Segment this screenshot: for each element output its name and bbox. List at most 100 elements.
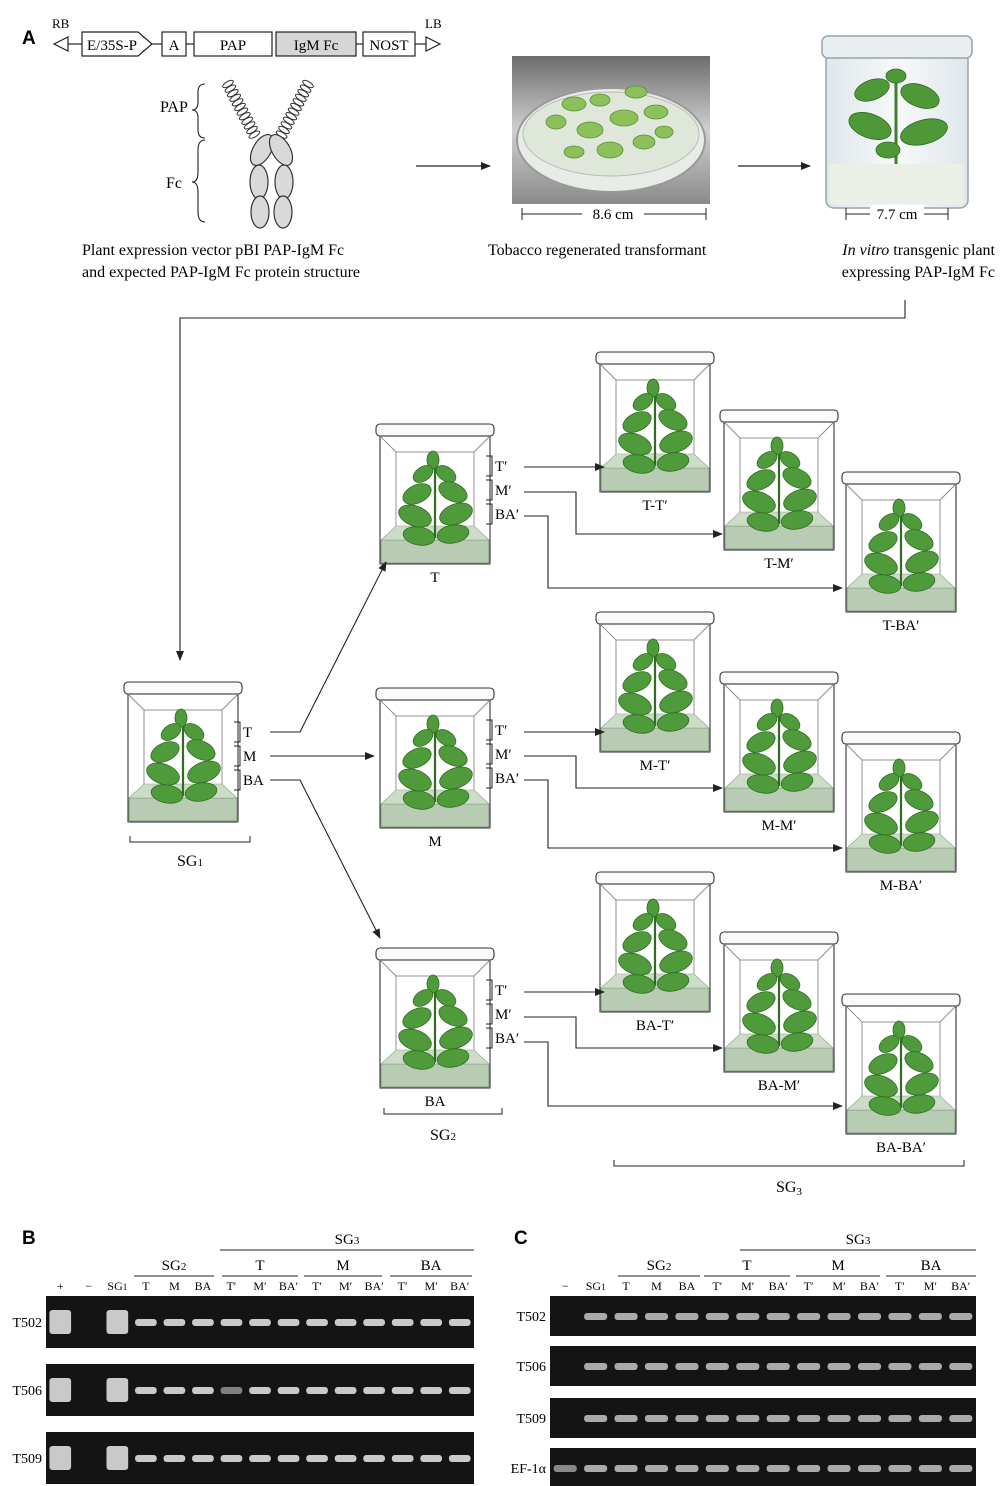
gel-band: [644, 1313, 669, 1320]
sg2-cut-label: BA′: [495, 771, 519, 787]
gel-row: [550, 1398, 976, 1438]
lane-label: M′: [339, 1279, 353, 1293]
gel-band: [334, 1455, 357, 1462]
lane-label: T: [622, 1279, 630, 1293]
gel-row-label: T506: [516, 1360, 546, 1375]
caption-vector-line1: Plant expression vector pBI PAP-IgM Fc: [82, 242, 344, 259]
gel-band: [736, 1313, 760, 1320]
gel-band: [614, 1313, 638, 1320]
sg2-cut-label: M′: [495, 1007, 512, 1023]
lane-label: BA′: [450, 1279, 470, 1293]
gel-band: [135, 1319, 157, 1326]
rb-border-icon: [52, 36, 69, 52]
gel-band: [277, 1455, 300, 1462]
gel-band: [277, 1387, 300, 1394]
lane-label: +: [57, 1279, 64, 1293]
gel-band: [705, 1415, 729, 1422]
culture-box-photo: [821, 35, 973, 209]
gel-band: [675, 1415, 699, 1422]
gel-band: [766, 1363, 790, 1370]
sg1-cut-label: BA: [243, 773, 264, 789]
sg3-box-label: BA-M′: [758, 1078, 800, 1094]
gel-band: [888, 1313, 912, 1320]
lane-label: BA′: [769, 1279, 789, 1293]
promoter-label: E/35S-P: [87, 38, 137, 54]
gel-band: [220, 1455, 243, 1462]
sg2-cut-label: BA′: [495, 1031, 519, 1047]
gel-band: [827, 1415, 851, 1422]
gel-row-label: T509: [516, 1412, 546, 1427]
lane-label: T′: [312, 1279, 322, 1293]
gel-band: [949, 1465, 973, 1472]
gel-band: [797, 1363, 821, 1370]
gel-band: [614, 1465, 638, 1472]
caption-regenerated: Tobacco regenerated transformant: [488, 242, 707, 259]
gel-band: [420, 1319, 443, 1326]
sg3-box-label: T-BA′: [883, 618, 920, 634]
lane-label: M′: [425, 1279, 439, 1293]
gel-band: [448, 1455, 471, 1462]
gel-band: [644, 1363, 669, 1370]
gel-band: [584, 1363, 608, 1370]
gel-band: [334, 1319, 357, 1326]
gel-band: [949, 1363, 973, 1370]
gel-band: [249, 1387, 271, 1394]
gel-band: [888, 1363, 912, 1370]
culture-box-sg3: [595, 611, 715, 753]
sg2-label: SG2: [430, 1127, 456, 1144]
sg3-group-label: SG3: [335, 1232, 360, 1248]
gel-band: [614, 1415, 638, 1422]
gel-band: [420, 1455, 443, 1462]
gel-band: [644, 1415, 669, 1422]
lane-label: −: [85, 1279, 92, 1293]
lane-label: T′: [804, 1279, 814, 1293]
gel-band: [797, 1415, 821, 1422]
group-label: T: [255, 1258, 264, 1274]
igm-fc-label: IgM Fc: [294, 38, 339, 54]
lane-label: M: [169, 1279, 180, 1293]
gel-band: [584, 1415, 608, 1422]
gel-band: [705, 1313, 729, 1320]
igm-fc-box: [275, 31, 357, 57]
nost-label: NOST: [369, 38, 408, 54]
protein-fc-label: Fc: [166, 175, 182, 192]
gel-band: [306, 1319, 328, 1326]
culture-box-sg3: [719, 409, 839, 551]
lane-label: T′: [712, 1279, 722, 1293]
group-label: BA: [921, 1258, 942, 1274]
gel-band: [163, 1319, 186, 1326]
gel-band: [949, 1415, 973, 1422]
gel-row-label: T509: [12, 1452, 42, 1467]
lane-label: T′: [398, 1279, 408, 1293]
culture-box-sg2: [375, 947, 495, 1089]
gel-band: [584, 1465, 608, 1472]
gel-band: [49, 1378, 72, 1402]
sg1-label: SG1: [177, 853, 203, 870]
lane-label: −: [562, 1279, 569, 1293]
culture-box-sg3: [841, 471, 961, 613]
gel-band: [249, 1319, 271, 1326]
sg2-group-label: SG2: [162, 1258, 187, 1274]
gel-band: [705, 1363, 729, 1370]
sg3-label: SG3: [776, 1179, 802, 1198]
gel-band: [448, 1387, 471, 1394]
lane-label: SG1: [107, 1279, 127, 1293]
sg2-cut-label: T′: [495, 723, 507, 739]
culture-box-sg3: [841, 993, 961, 1135]
gel-band: [797, 1465, 821, 1472]
gel-band: [584, 1313, 608, 1320]
lane-label: SG1: [586, 1279, 606, 1293]
lane-label: BA: [195, 1279, 212, 1293]
gel-band: [363, 1387, 385, 1394]
gel-row-label: T502: [516, 1310, 546, 1325]
gel-row: [550, 1296, 976, 1336]
gel-band: [106, 1446, 129, 1470]
lane-label: T: [142, 1279, 150, 1293]
gel-band: [249, 1455, 271, 1462]
culture-boxes: TMBAT-T′T-M′T-BA′M-T′M-M′M-BA′BA-T′BA-M′…: [123, 351, 961, 1156]
culture-box-sg1: [123, 681, 243, 823]
scale-bar-box-label: 7.7 cm: [877, 207, 918, 223]
gel-band: [827, 1465, 851, 1472]
group-label: BA: [421, 1258, 442, 1274]
